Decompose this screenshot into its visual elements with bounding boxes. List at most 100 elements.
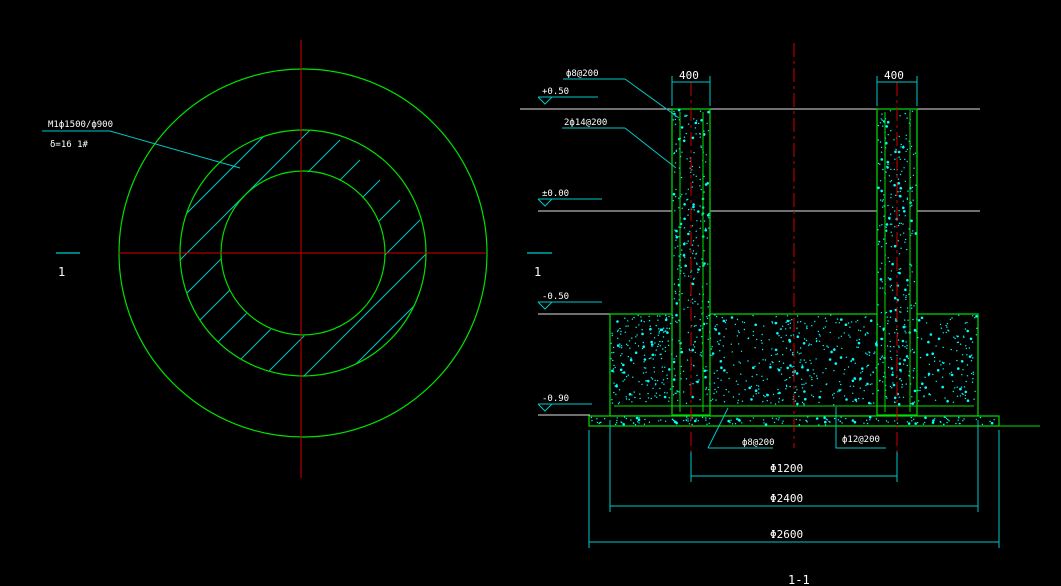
- aggregate-dot: [699, 354, 701, 356]
- aggregate-dot: [624, 331, 626, 333]
- aggregate-dot: [614, 366, 616, 369]
- aggregate-dot: [659, 340, 661, 343]
- aggregate-dot: [692, 344, 695, 346]
- aggregate-dot: [663, 395, 667, 399]
- aggregate-dot: [892, 382, 894, 384]
- aggregate-dot: [950, 348, 952, 351]
- dim-middle: [609, 420, 979, 512]
- aggregate-dot: [707, 130, 710, 132]
- aggregate-dot: [726, 372, 728, 374]
- aggregate-dot: [699, 136, 701, 138]
- aggregate-dot: [741, 321, 744, 323]
- aggregate-dot: [731, 351, 733, 353]
- aggregate-dot: [736, 318, 739, 321]
- aggregate-dot: [833, 370, 835, 372]
- aggregate-dot: [704, 375, 707, 379]
- aggregate-dot: [713, 372, 715, 374]
- aggregate-dot: [708, 212, 710, 215]
- aggregate-dot: [912, 370, 915, 372]
- aggregate-dot: [805, 382, 807, 384]
- aggregate-dot: [816, 377, 818, 380]
- dim-outer-text: Φ2600: [770, 528, 803, 541]
- aggregate-dot: [858, 397, 860, 400]
- aggregate-dot: [698, 328, 702, 332]
- aggregate-dot: [703, 134, 705, 137]
- aggregate-dot: [761, 348, 764, 351]
- aggregate-dot: [671, 353, 673, 355]
- aggregate-dot: [818, 424, 820, 426]
- aggregate-dot: [906, 364, 908, 367]
- aggregate-dot: [630, 419, 632, 421]
- aggregate-dot: [643, 423, 646, 425]
- aggregate-dot: [894, 226, 896, 228]
- aggregate-dot: [849, 385, 851, 387]
- aggregate-dot: [852, 400, 854, 403]
- aggregate-dot: [743, 328, 746, 331]
- aggregate-dot: [705, 419, 707, 421]
- aggregate-dot: [728, 391, 730, 393]
- aggregate-dot: [720, 379, 722, 381]
- aggregate-dot: [897, 224, 900, 227]
- aggregate-dot: [925, 322, 928, 324]
- aggregate-dot: [856, 346, 858, 348]
- aggregate-dot: [691, 165, 694, 168]
- aggregate-dot: [942, 362, 945, 364]
- aggregate-dot: [920, 316, 924, 320]
- aggregate-dot: [627, 325, 629, 327]
- aggregate-dot: [877, 363, 880, 365]
- aggregate-dot: [714, 325, 716, 327]
- aggregate-dot: [681, 193, 683, 196]
- aggregate-dot: [780, 328, 782, 330]
- aggregate-dot: [717, 377, 719, 380]
- aggregate-dot: [841, 347, 843, 350]
- aggregate-dot: [706, 237, 708, 239]
- aggregate-dot: [889, 350, 891, 352]
- aggregate-dot: [696, 263, 698, 265]
- aggregate-dot: [734, 423, 737, 425]
- aggregate-dot: [665, 314, 667, 317]
- aggregate-dot: [786, 385, 788, 388]
- aggregate-dot: [880, 146, 883, 149]
- aggregate-dot: [706, 317, 709, 320]
- aggregate-dot: [782, 420, 784, 422]
- aggregate-dot: [708, 389, 710, 391]
- aggregate-dot: [643, 361, 645, 363]
- aggregate-dot: [950, 373, 954, 377]
- aggregate-dot: [906, 117, 908, 119]
- aggregate-dot: [672, 119, 674, 121]
- aggregate-dot: [613, 391, 615, 394]
- aggregate-dot: [719, 339, 721, 341]
- aggregate-dot: [825, 320, 828, 322]
- aggregate-dot: [929, 394, 932, 396]
- aggregate-dot: [699, 266, 701, 268]
- aggregate-dot: [682, 139, 686, 143]
- aggregate-dot: [899, 115, 901, 117]
- aggregate-dot: [868, 351, 870, 353]
- aggregate-dot: [910, 145, 913, 148]
- aggregate-dot: [625, 398, 628, 400]
- aggregate-dot: [911, 271, 913, 273]
- aggregate-dot: [948, 330, 950, 332]
- aggregate-dot: [907, 284, 909, 286]
- aggregate-dot: [756, 374, 758, 376]
- aggregate-dot: [807, 416, 809, 418]
- aggregate-dot: [883, 238, 885, 240]
- aggregate-dot: [685, 132, 687, 135]
- aggregate-dot: [860, 372, 862, 374]
- aggregate-dot: [932, 373, 934, 376]
- aggregate-dot: [824, 326, 826, 328]
- aggregate-dot: [917, 400, 920, 402]
- aggregate-dot: [656, 315, 659, 317]
- aggregate-dot: [675, 196, 677, 198]
- wall-width-dim-right: [876, 76, 918, 106]
- aggregate-dot: [720, 366, 723, 370]
- aggregate-dot: [600, 421, 602, 423]
- aggregate-dot: [735, 380, 738, 382]
- aggregate-dot: [882, 361, 884, 364]
- aggregate-dot: [631, 337, 633, 339]
- aggregate-dot: [689, 384, 691, 386]
- aggregate-dot: [964, 322, 967, 324]
- aggregate-dot: [709, 383, 711, 385]
- aggregate-dot: [766, 378, 768, 380]
- aggregate-dot: [824, 420, 827, 424]
